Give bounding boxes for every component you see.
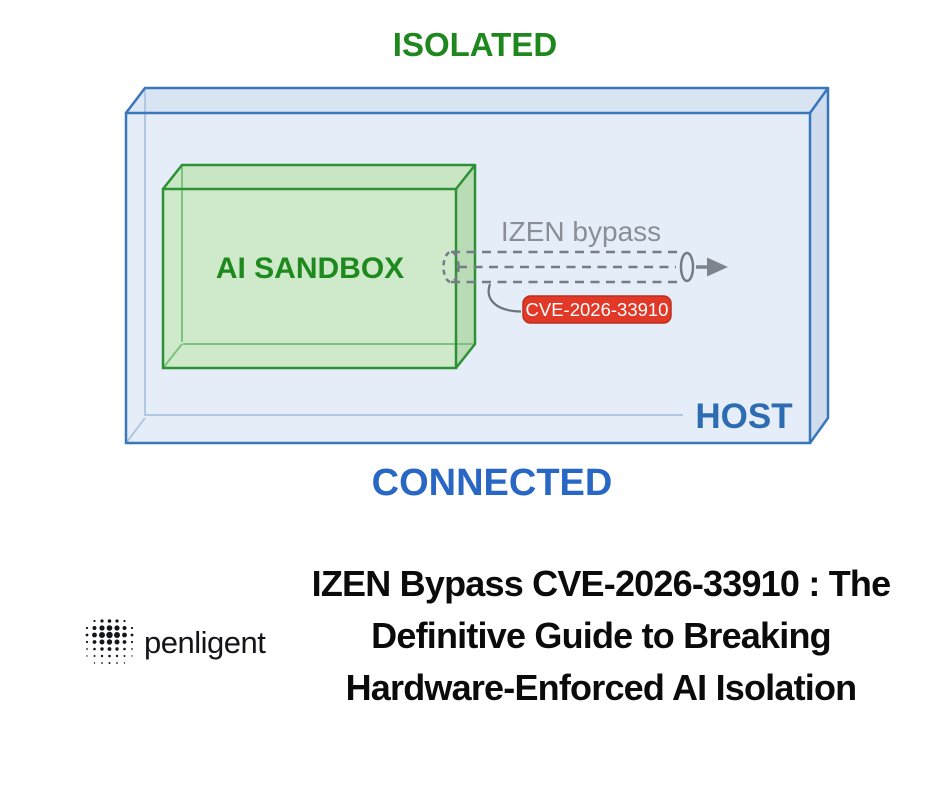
host-box-front-outline: [124, 111, 812, 445]
host-box-top-edges: [125, 86, 830, 114]
sandbox-right-edges: [455, 165, 477, 369]
tunnel-exit-ellipse: [679, 251, 695, 283]
penligent-logo-mark: [85, 619, 134, 664]
host-label: HOST: [695, 397, 792, 436]
cve-badge: CVE-2026-33910: [522, 295, 672, 324]
bypass-tunnel: IZEN bypass CVE-2026-33910: [442, 216, 728, 324]
host-box-right-edges: [808, 88, 830, 444]
isolation-diagram: ISOLATED: [124, 26, 830, 504]
article-title-line-2: Definitive Guide to Breaking: [371, 615, 831, 656]
article-title: IZEN Bypass CVE-2026-33910 : The Definit…: [283, 558, 919, 714]
arrow-head-icon: [707, 257, 728, 277]
penligent-logo: penligent: [83, 616, 266, 670]
sandbox-top-face: [163, 165, 475, 189]
article-title-line-3: Hardware-Enforced AI Isolation: [345, 667, 858, 708]
cve-badge-label: CVE-2026-33910: [526, 299, 669, 320]
penligent-logo-text: penligent: [144, 625, 266, 660]
isolated-label: ISOLATED: [393, 26, 557, 63]
badge-connector-line: [487, 283, 522, 313]
sandbox-front-face: [163, 189, 456, 368]
host-box-top-face: [126, 88, 828, 113]
connected-label: CONNECTED: [372, 462, 613, 504]
cve-badge-background: [522, 295, 672, 324]
host-box-right-face: [810, 88, 828, 443]
sandbox-top-edges: [162, 163, 477, 190]
sandbox-bottom-left-diagonal: [162, 343, 183, 369]
sandbox-label: AI SANDBOX: [216, 252, 404, 285]
ai-sandbox-box: AI SANDBOX: [161, 163, 477, 370]
bypass-label: IZEN bypass: [501, 216, 661, 247]
article-title-line-1: IZEN Bypass CVE-2026-33910 : The: [311, 563, 891, 604]
tunnel-entry-ellipse: [442, 250, 460, 284]
host-box-bottom-left-diagonal: [125, 417, 146, 444]
